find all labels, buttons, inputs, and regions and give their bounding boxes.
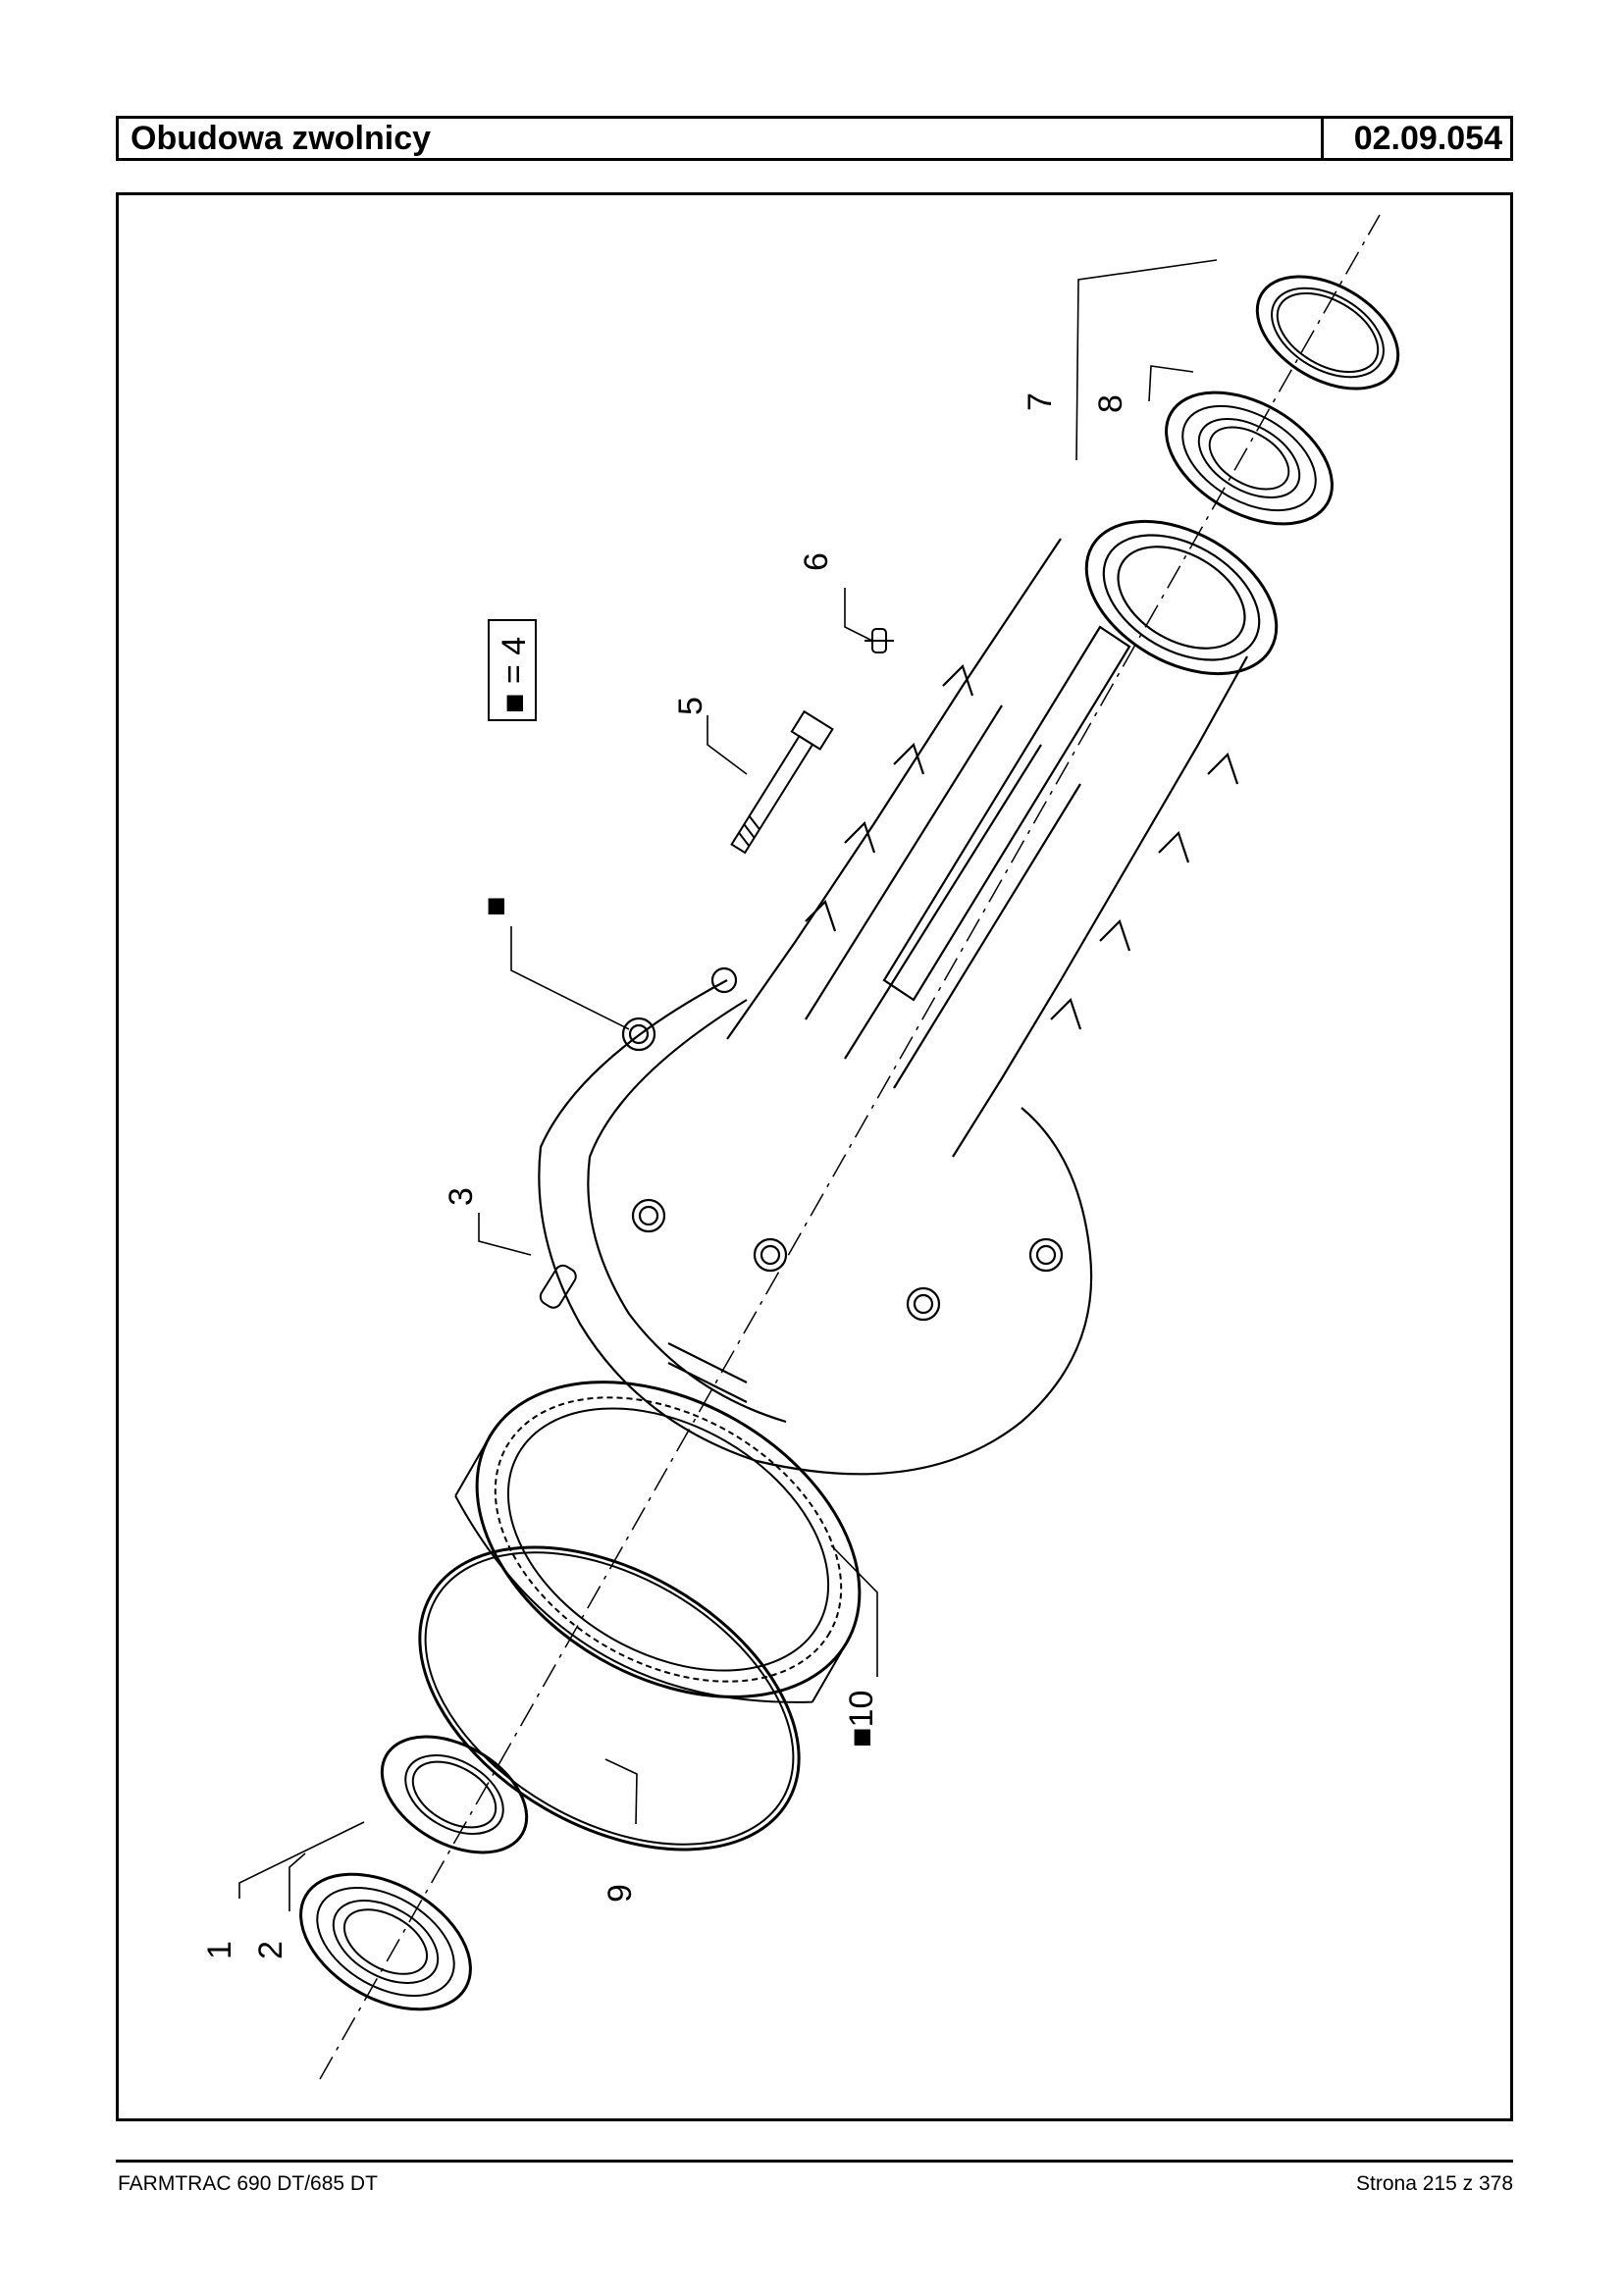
callout-3: 3	[443, 1187, 480, 1206]
part-5-bolt	[730, 709, 834, 855]
part-6-grease-nipple	[864, 628, 894, 653]
legend-box: ■ = 4	[488, 619, 537, 721]
part-1-seal	[380, 1735, 529, 1854]
part-10-ring-gear	[454, 1381, 862, 1703]
callout-5: 5	[672, 697, 709, 715]
callout-8: 8	[1092, 394, 1129, 413]
part-9-o-ring	[418, 1545, 801, 1852]
page-title: Obudowa zwolnicy	[131, 120, 432, 157]
part-7-seal-ring	[1255, 275, 1400, 391]
callout-1: 1	[201, 1941, 238, 1959]
callout-9: 9	[602, 1884, 639, 1903]
callout-10: ■10	[843, 1691, 880, 1747]
part-3-dowel-pin	[539, 1264, 577, 1309]
callout-mark: ■	[477, 896, 514, 916]
exploded-parts-drawing: 7 8 6 5 ■ 3 ■10 9 1 2 ■ = 4	[201, 214, 1400, 2080]
callout-2: 2	[252, 1941, 289, 1959]
footer-divider	[116, 2160, 1513, 2163]
callout-6: 6	[798, 552, 835, 571]
footer-page-number: Strona 215 z 378	[1356, 2172, 1513, 2195]
part-housing	[538, 519, 1279, 1476]
footer-model: FARMTRAC 690 DT/685 DT	[118, 2172, 378, 2195]
drawing-frame: 7 8 6 5 ■ 3 ■10 9 1 2 ■ = 4	[116, 192, 1513, 2121]
center-axis	[319, 214, 1381, 2080]
part-2-bearing	[299, 1872, 472, 2011]
header: Obudowa zwolnicy 02.09.054	[116, 116, 1513, 161]
part-8-bearing	[1165, 391, 1334, 526]
callout-7: 7	[1022, 392, 1059, 411]
leader-lines	[238, 259, 1218, 1911]
legend-text: ■ = 4	[496, 637, 533, 713]
section-code: 02.09.054	[1321, 119, 1510, 158]
